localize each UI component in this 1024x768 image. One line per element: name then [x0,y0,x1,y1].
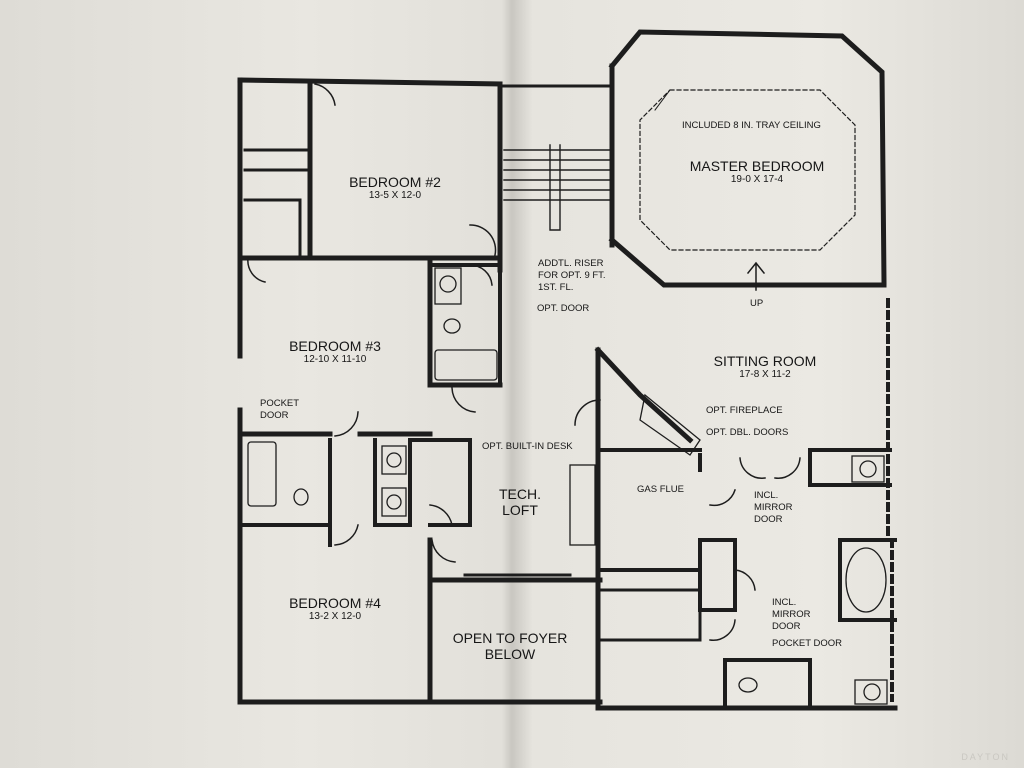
note-opt-fireplace: OPT. FIREPLACE [706,405,783,416]
master-right-wall [886,298,894,702]
note-riser: ADDTL. RISER FOR OPT. 9 FT. 1ST. FL. [538,258,606,294]
mirror2-line1: INCL. [772,597,797,608]
room-sitting: SITTING ROOM 17-8 X 11-2 [695,353,835,381]
pocket1-line1: POCKET [260,398,300,409]
note-tray-ceiling: INCLUDED 8 IN. TRAY CEILING [682,120,821,131]
master-dims: 19-0 X 17-4 [730,174,784,186]
bedroom2-dims: 13-5 X 12-0 [368,190,422,202]
note-opt-dbl-doors: OPT. DBL. DOORS [706,427,789,438]
tray-ceiling-outline [639,89,856,251]
room-bedroom3: BEDROOM #3 12-10 X 11-10 [270,338,400,366]
note-pocket-door-2: POCKET DOOR [772,638,843,649]
sitting-dims: 17-8 X 11-2 [739,369,791,381]
note-mirror-door-2: INCL. MIRROR DOOR [772,597,811,633]
note-pocket-door-1: POCKET DOOR [260,398,299,422]
note-built-in-desk: OPT. BUILT-IN DESK [482,441,573,452]
riser-line1: ADDTL. RISER [538,258,604,269]
bedroom3-name: BEDROOM #3 [289,338,381,354]
note-up: UP [750,298,764,309]
note-gas-flue: GAS FLUE [637,484,684,495]
room-bedroom2: BEDROOM #2 13-5 X 12-0 [335,174,455,202]
room-bedroom4: BEDROOM #4 13-2 X 12-0 [270,595,400,623]
mirror1-line2: MIRROR [754,501,793,513]
riser-line3: 1ST. FL. [538,281,574,293]
mirror1-line1: INCL. [754,490,779,501]
foyer-line1: OPEN TO FOYER [452,630,568,646]
tech-loft-line1: TECH. [499,486,541,502]
mirror2-line2: MIRROR [772,608,811,620]
stairs [503,144,611,231]
pocket1-line2: DOOR [260,409,289,421]
room-master-bedroom: MASTER BEDROOM 19-0 X 17-4 [672,158,842,186]
note-opt-door: OPT. DOOR [537,303,590,314]
bedroom3-wall [237,255,503,388]
sitting-room-wall [594,346,694,444]
sitting-name: SITTING ROOM [713,353,817,369]
bedroom4-name: BEDROOM #4 [289,595,381,611]
watermark: DAYTON [961,752,1010,762]
master-name: MASTER BEDROOM [689,158,825,174]
outer-wall-top-left [237,77,503,87]
fixtures [247,267,888,705]
riser-line2: FOR OPT. 9 FT. [538,269,606,281]
bedroom2-wall [307,81,503,261]
door-swings [247,83,801,641]
bedroom4-wall [237,522,603,705]
outer-wall-bottom [237,699,898,711]
bedroom4-dims: 13-2 X 12-0 [308,611,362,623]
bedroom3-dims: 12-10 X 11-10 [303,354,367,366]
up-arrow-icon [746,261,766,291]
master-bedroom-angle [608,236,887,288]
foyer-line2: BELOW [484,646,536,663]
mirror2-line3: DOOR [772,620,801,632]
room-open-foyer: OPEN TO FOYER BELOW [440,630,580,662]
bedroom2-name: BEDROOM #2 [349,174,441,190]
note-mirror-door-1: INCL. MIRROR DOOR [754,490,793,526]
tech-loft-line2: LOFT [502,502,538,519]
room-tech-loft: TECH. LOFT [490,486,550,518]
master-bedroom-wall [608,29,887,285]
mirror1-line3: DOOR [754,513,783,525]
